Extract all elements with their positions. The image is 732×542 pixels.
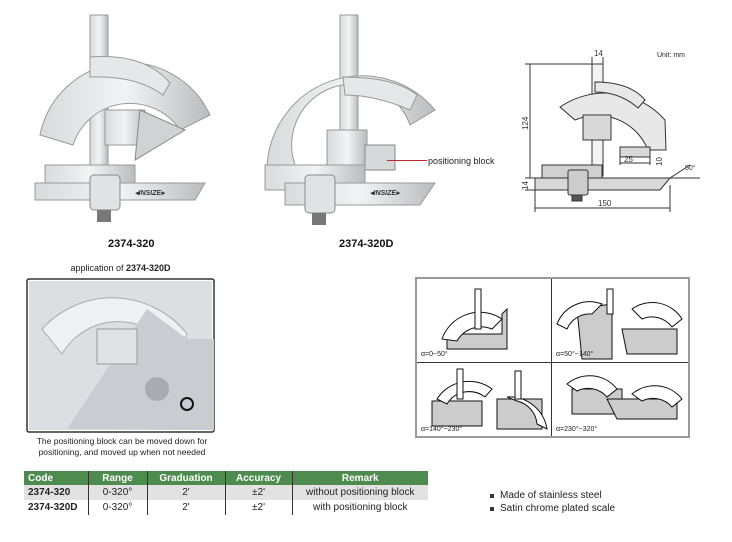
col-code: Code: [24, 471, 89, 485]
application-caption: The positioning block can be moved down …: [36, 436, 208, 457]
dim-base-thickness: 14: [521, 181, 530, 190]
range-label-230-320: α=230°~320°: [556, 426, 598, 433]
brand-logo: ◂INSIZE▸: [135, 190, 166, 197]
bullet-icon: [490, 506, 494, 511]
cell-code: 2374-320D: [24, 500, 89, 515]
cell-range: 0-320°: [88, 500, 148, 515]
measuring-range-diagrams: α=0~50° α=50°~140° α=140°~230° α=230°~32…: [415, 277, 690, 438]
svg-text:◂INSIZE▸: ◂INSIZE▸: [370, 190, 401, 197]
spec-table: Code Range Graduation Accuracy Remark 23…: [24, 471, 428, 515]
cell-graduation: 2': [147, 500, 226, 515]
col-accuracy: Accuracy: [225, 471, 293, 485]
cell-remark: with positioning block: [313, 502, 408, 513]
dim-block-width: 25: [624, 155, 633, 164]
dimension-drawing: 14 124 14 150 25 10 50°: [521, 49, 700, 212]
col-graduation: Graduation: [147, 471, 226, 485]
table-header: Code Range Graduation Accuracy Remark: [24, 471, 428, 485]
cell-range: 0-320°: [88, 485, 148, 500]
col-remark: Remark: [292, 471, 428, 485]
cell-graduation: 2': [147, 485, 226, 500]
cell-accuracy: ±2': [225, 500, 293, 515]
cell-remark: without positioning block: [292, 485, 428, 500]
range-label-50-140: α=50°~140°: [556, 351, 594, 358]
dim-angle: 50°: [685, 164, 696, 172]
feature-item: Made of stainless steel: [490, 489, 615, 502]
dim-top-width: 14: [594, 49, 603, 58]
positioning-block-callout: positioning block: [428, 156, 495, 166]
dim-height: 124: [521, 116, 530, 130]
feature-item: Satin chrome plated scale: [490, 502, 615, 515]
application-photo: [26, 278, 215, 433]
dim-block-height: 10: [655, 157, 664, 166]
product-code-label: 2374-320: [108, 238, 155, 250]
cell-code: 2374-320: [24, 485, 89, 500]
feature-list: Made of stainless steel Satin chrome pla…: [490, 489, 615, 515]
range-label-140-230: α=140°~230°: [421, 426, 463, 433]
bullet-icon: [490, 493, 494, 498]
protractor-image-2374-320: ◂INSIZE▸: [34, 14, 211, 222]
unit-label: Unit: mm: [657, 52, 685, 59]
callout-line: [387, 160, 427, 161]
application-heading: application of 2374-320D: [70, 263, 171, 273]
protractor-image-2374-320D: ◂INSIZE▸: [264, 14, 436, 225]
col-range: Range: [88, 471, 148, 485]
cell-accuracy: ±2': [225, 485, 293, 500]
dim-length: 150: [598, 199, 612, 208]
product-code-label: 2374-320D: [339, 238, 394, 250]
range-label-0-50: α=0~50°: [421, 351, 448, 358]
